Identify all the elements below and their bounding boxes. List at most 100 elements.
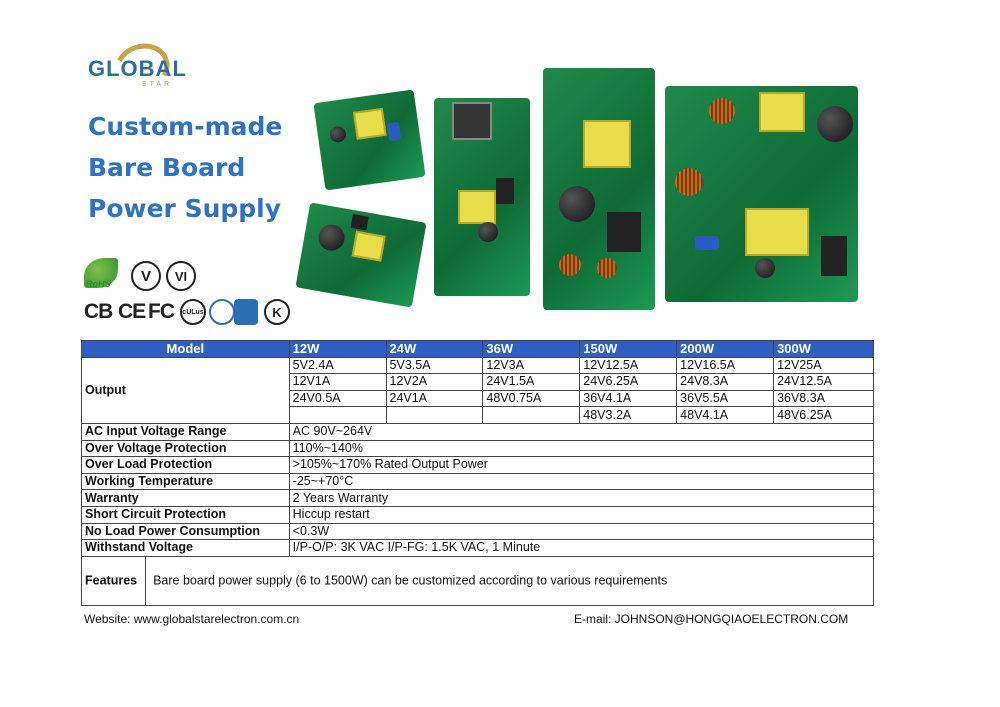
header-36w: 36W — [482, 340, 581, 358]
output-cell: 12V2A — [385, 373, 484, 391]
output-label: Output — [81, 356, 290, 424]
coil-icon — [559, 254, 581, 276]
inductor-icon — [607, 212, 641, 252]
spec-label: Warranty — [81, 489, 290, 507]
spec-value: Hiccup restart — [288, 505, 875, 524]
rohs-mark: RoHS — [86, 279, 111, 289]
header-24w: 24W — [385, 340, 484, 358]
ce-mark: CE — [118, 300, 146, 323]
features-value: Bare board power supply (6 to 1500W) can… — [153, 573, 668, 588]
output-cell: 36V8.3A — [773, 389, 874, 408]
table-row: No Load Power Consumption <0.3W — [81, 522, 875, 541]
capacitor-icon — [817, 106, 853, 142]
ul-label: cULus — [182, 308, 204, 316]
kc-icon: K — [264, 299, 290, 325]
output-cell: 24V6.25A — [579, 373, 678, 391]
coil-icon — [675, 168, 703, 196]
pcb-photo-36w — [434, 98, 530, 296]
logo-sub: STAR — [142, 81, 173, 88]
level-v-icon: V — [131, 261, 161, 291]
spec-label: Over Load Protection — [81, 456, 290, 474]
spec-value: <0.3W — [288, 522, 875, 541]
pcb-photo-12w — [313, 89, 426, 191]
coil-icon — [709, 98, 735, 124]
table-row: Warranty 2 Years Warranty — [81, 489, 875, 507]
company-logo: GLOBAL STAR — [84, 35, 194, 101]
output-cell: 5V2.4A — [288, 356, 387, 375]
level-vi-icon: VI — [166, 261, 196, 291]
spec-value: I/P-O/P: 3K VAC I/P-FG: 1.5K VAC, 1 Minu… — [288, 539, 875, 557]
table-row: Short Circuit Protection Hiccup restart — [81, 505, 875, 524]
footer-website: Website: www.globalstarelectron.com.cn — [84, 612, 300, 626]
header-model: Model — [81, 340, 290, 358]
capacitor-blue-icon — [695, 236, 719, 250]
pcb-photo-24w — [295, 202, 427, 308]
transformer-icon — [458, 190, 496, 224]
transformer-icon — [759, 92, 805, 132]
capacitor-icon — [755, 258, 775, 278]
ac-socket-icon — [452, 102, 492, 140]
cb-mark: CB — [84, 300, 113, 323]
output-cell: 24V12.5A — [773, 373, 874, 391]
output-cell: 24V8.3A — [676, 373, 775, 391]
spec-label: Working Temperature — [81, 472, 290, 491]
output-cell — [482, 406, 581, 424]
table-row: 12V1A 12V2A 24V1.5A 24V6.25A 24V8.3A 24V… — [82, 373, 874, 391]
table-row: Output 5V2.4A 5V3.5A 12V3A 12V12.5A 12V1… — [81, 356, 874, 424]
output-cell: 5V3.5A — [385, 356, 484, 375]
features-label: Features — [85, 573, 138, 588]
headline-line-3: Power Supply — [88, 194, 282, 223]
spec-value: 110%~140% — [288, 439, 875, 458]
saa-triangle-icon — [209, 299, 235, 325]
spec-table: Model 12W 24W 36W 150W 200W 300W Output … — [81, 340, 875, 606]
output-cell: 12V12.5A — [579, 356, 678, 375]
logo-name: GLOBAL — [88, 56, 187, 81]
chip-icon — [496, 178, 514, 204]
capacitor-icon — [478, 222, 498, 242]
output-cell — [385, 406, 484, 424]
pcb-photo-300w — [665, 86, 858, 302]
capacitor-icon — [559, 186, 595, 222]
ul-icon: cULus — [180, 299, 206, 325]
spec-value: 2 Years Warranty — [288, 489, 875, 507]
table-header-row: Model 12W 24W 36W 150W 200W 300W — [81, 340, 874, 358]
output-cell: 48V0.75A — [482, 389, 581, 408]
features-divider — [144, 556, 146, 605]
output-cell: 24V1A — [385, 389, 484, 408]
output-cell: 12V16.5A — [676, 356, 775, 375]
output-cell: 24V1.5A — [482, 373, 581, 391]
output-cell — [288, 406, 387, 424]
footer-email: E-mail: JOHNSON@HONGQIAOELECTRON.COM — [574, 612, 849, 626]
gs-shield-icon — [234, 299, 258, 325]
table-row: Over Load Protection >105%~170% Rated Ou… — [81, 456, 875, 474]
level-vi-label: VI — [174, 268, 188, 284]
header-150w: 150W — [579, 340, 678, 358]
output-cell: 12V1A — [288, 373, 387, 391]
table-row: 48V3.2A 48V4.1A 48V6.25A — [82, 406, 874, 424]
table-row: Over Voltage Protection 110%~140% — [81, 439, 875, 458]
spec-label: Short Circuit Protection — [81, 505, 290, 524]
features-row: Features Bare board power supply (6 to 1… — [81, 555, 874, 606]
output-cell: 48V3.2A — [579, 406, 678, 424]
spec-label: No Load Power Consumption — [81, 522, 290, 541]
transformer-icon — [352, 107, 387, 140]
table-row: Withstand Voltage I/P-O/P: 3K VAC I/P-FG… — [81, 539, 875, 557]
header-12w: 12W — [288, 340, 387, 358]
transformer-icon — [351, 230, 386, 262]
kc-label: K — [272, 304, 282, 320]
output-cell: 12V25A — [773, 356, 874, 375]
heatsink-icon — [350, 213, 369, 231]
output-cell: 36V4.1A — [579, 389, 678, 408]
spec-label: Withstand Voltage — [81, 539, 290, 557]
capacitor-icon — [316, 222, 347, 253]
headline-line-1: Custom-made — [88, 112, 283, 141]
output-cell: 12V3A — [482, 356, 581, 375]
table-row: AC Input Voltage Range AC 90V~264V — [81, 422, 875, 441]
output-cell: 36V5.5A — [676, 389, 775, 408]
capacitor-icon — [328, 125, 347, 144]
features-cell: Features Bare board power supply (6 to 1… — [81, 555, 874, 606]
table-row: Working Temperature -25~+70°C — [81, 472, 875, 491]
spec-value: >105%~170% Rated Output Power — [288, 456, 875, 474]
spec-label: AC Input Voltage Range — [81, 422, 290, 441]
level-v-label: V — [140, 267, 151, 285]
